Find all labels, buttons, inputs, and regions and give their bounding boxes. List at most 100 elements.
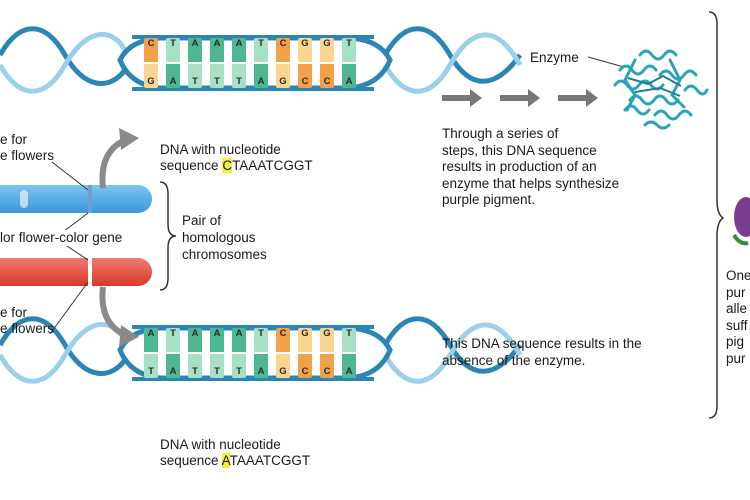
bottom-base-top: T — [342, 328, 356, 352]
bottom-base-top: A — [232, 328, 246, 352]
allele-top-line1: e for — [0, 132, 28, 147]
chromosome-pair-bracket — [159, 181, 177, 291]
dna-top-caption-line1: DNA with nucleotide — [160, 142, 281, 157]
enzyme-label: Enzyme — [530, 50, 579, 65]
top-base-bottom: G — [276, 64, 290, 88]
bottom-base-bottom: T — [144, 354, 158, 378]
pathway-arrows — [442, 89, 598, 107]
top-base-bottom: C — [298, 64, 312, 88]
top-base-bottom: T — [232, 64, 246, 88]
bottom-base-top: G — [320, 328, 334, 352]
top-base-bottom: A — [254, 64, 268, 88]
right-partial-line3: alle — [726, 301, 748, 316]
top-base-top: A — [232, 38, 246, 62]
right-bracket — [708, 11, 725, 419]
top-base-top: T — [166, 38, 180, 62]
right-partial-text: One pur alle suff pig pur — [726, 268, 750, 367]
absence-line2: absence of the enzyme. — [442, 352, 586, 368]
chromosome-red-band — [88, 258, 92, 286]
curved-arrow-down — [99, 286, 139, 347]
bottom-base-top: T — [254, 328, 268, 352]
dna-top-seq-prefix: sequence — [160, 158, 223, 173]
bottom-base-top: A — [210, 328, 224, 352]
pair-label: Pair of homologous chromosomes — [182, 212, 267, 263]
production-line4: enzyme that helps synthesize — [442, 175, 620, 191]
allele-top-line2: e flowers — [0, 148, 55, 163]
allele-bottom-line1: e for — [0, 305, 28, 320]
right-partial-line4: suff — [726, 317, 748, 333]
dna-top-caption-line2: sequence CTAAATCGGT — [160, 158, 313, 174]
chromosome-blue-band — [88, 185, 92, 213]
bottom-base-top: G — [298, 328, 312, 352]
bottom-base-top: A — [188, 328, 202, 352]
curved-arrow-up — [99, 128, 139, 189]
top-base-top: T — [342, 38, 356, 62]
bottom-base-bottom: A — [342, 354, 356, 378]
absence-text: This DNA sequence results in the absence… — [442, 336, 642, 369]
top-base-bottom: T — [188, 64, 202, 88]
pair-line3: chromosomes — [182, 247, 267, 262]
bottom-base-bottom: C — [320, 354, 334, 378]
allele-bottom-line2: e flowers — [0, 321, 55, 336]
bottom-base-bottom: T — [232, 354, 246, 378]
dna-bottom-caption: DNA with nucleotide sequence ATAAATCGGT — [160, 437, 310, 469]
chromosome-red — [0, 258, 152, 286]
flower-icon — [732, 197, 750, 246]
production-text: Through a series of steps, this DNA sequ… — [442, 126, 619, 209]
production-line3: results in production of an — [442, 159, 597, 174]
top-base-top: T — [254, 38, 268, 62]
top-base-top: C — [276, 38, 290, 62]
production-line2: steps, this DNA sequence — [442, 142, 597, 158]
right-partial-line6: pur — [726, 350, 746, 366]
top-base-bottom: A — [342, 64, 356, 88]
dna-bottom-seq-prefix: sequence — [160, 453, 222, 468]
enzyme-structure-icon — [613, 49, 709, 130]
top-base-top: A — [210, 38, 224, 62]
dna-bottom-caption-line2: sequence ATAAATCGGT — [160, 453, 310, 469]
bottom-base-top: C — [276, 328, 290, 352]
pair-line1: Pair of — [182, 213, 222, 228]
top-base-bottom: C — [320, 64, 334, 88]
bottom-base-bottom: A — [166, 354, 180, 378]
bottom-base-top: T — [166, 328, 180, 352]
allele-top-label: e for e flowers — [0, 132, 54, 164]
right-partial-line5: pig — [726, 334, 745, 349]
top-base-top: G — [320, 38, 334, 62]
bottom-base-top: A — [144, 328, 158, 352]
dna-bottom-seq-rest: TAAATCGGT — [229, 453, 311, 468]
dna-bottom-caption-line1: DNA with nucleotide — [160, 437, 281, 452]
bottom-base-bottom: C — [298, 354, 312, 378]
top-base-bottom: T — [210, 64, 224, 88]
dna-bottom-seq-first: A — [221, 453, 230, 468]
top-base-bottom: A — [166, 64, 180, 88]
chromosome-blue-centromere — [20, 190, 28, 208]
top-base-top: A — [188, 38, 202, 62]
right-partial-line2: pur — [726, 284, 746, 300]
right-partial-line1: One — [726, 268, 750, 283]
bottom-base-bottom: T — [188, 354, 202, 378]
allele-bottom-label: e for e flowers — [0, 305, 54, 337]
enzyme-pointer — [588, 56, 625, 68]
absence-line1: This DNA sequence results in the — [442, 336, 642, 351]
bottom-base-bottom: G — [276, 354, 290, 378]
production-line5: purple pigment. — [442, 192, 536, 207]
